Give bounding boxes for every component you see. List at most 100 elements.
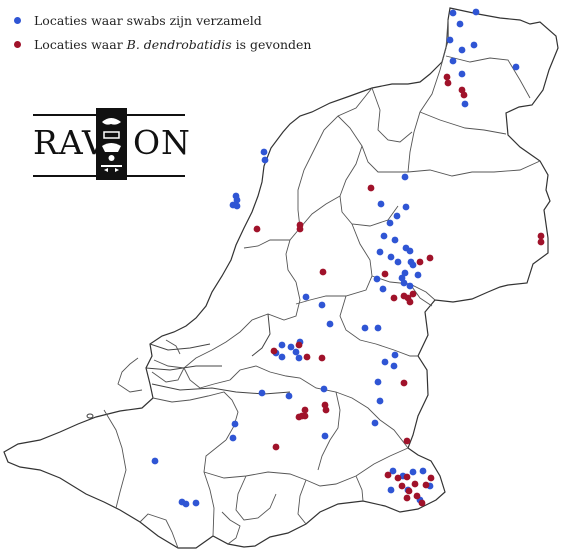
legend-label-bd-species: B. dendrobatidis [126,36,232,52]
swab-site-marker [409,468,417,476]
swab-site-marker [449,57,457,65]
bd-site-marker [537,238,545,246]
bd-site-marker [413,492,421,500]
swab-site-marker [387,486,395,494]
swab-site-marker [278,341,286,349]
swab-site-marker [389,467,397,475]
bd-site-marker [409,290,417,298]
legend-label-bd-sites: Locaties waar B. dendrobatidis is gevond… [34,37,311,52]
bd-positive-sites-layer [253,73,545,507]
legend: Locaties waar swabs zijn verzameld Locat… [8,8,311,56]
swab-site-marker [446,36,454,44]
swab-site-marker [401,269,409,277]
waterways [86,313,291,419]
swab-site-marker [402,203,410,211]
swab-site-marker [376,397,384,405]
blue-dot-icon [14,16,21,24]
legend-label-swab-sites: Locaties waar swabs zijn verzameld [34,12,262,28]
bd-site-marker [295,413,303,421]
swab-site-marker [258,389,266,397]
bd-site-marker [460,91,468,99]
swab-site-marker [151,457,159,465]
bd-site-marker [427,474,435,482]
swab-site-marker [512,63,520,71]
swab-site-marker [419,467,427,475]
red-dot-icon [14,40,21,48]
bd-site-marker [398,482,406,490]
swab-site-marker [302,293,310,301]
swab-site-marker [287,343,295,351]
swab-site-marker [458,46,466,54]
bd-site-marker [367,184,375,192]
swab-site-marker [393,212,401,220]
bd-site-marker [322,406,330,414]
swab-site-marker [320,385,328,393]
swab-site-marker [321,432,329,440]
swab-site-marker [229,434,237,442]
swab-site-marker [318,301,326,309]
swab-site-marker [292,348,300,356]
swab-site-marker [373,275,381,283]
bd-site-marker [416,258,424,266]
ravon-logo: RAV ON [33,108,190,180]
bd-site-marker [270,347,278,355]
swab-site-marker [406,247,414,255]
bd-site-marker [296,225,304,233]
swab-site-marker [374,324,382,332]
swab-site-marker [409,261,417,269]
swab-site-marker [391,351,399,359]
swab-site-marker [377,200,385,208]
swab-site-marker [380,232,388,240]
swab-site-marker [381,358,389,366]
bd-site-marker [405,487,413,495]
swab-site-marker [394,258,402,266]
swab-site-marker [192,499,200,507]
bd-site-marker [403,473,411,481]
province-borders [103,19,541,549]
swab-site-marker [233,202,241,210]
swab-site-marker [233,196,241,204]
bd-site-marker [319,268,327,276]
legend-item-swab-sites: Locaties waar swabs zijn verzameld [8,8,311,32]
bd-site-marker [303,353,311,361]
swab-sites-layer [151,8,520,508]
swab-site-marker [456,20,464,28]
swab-site-marker [182,500,190,508]
swab-site-marker [379,285,387,293]
swab-site-marker [386,219,394,227]
swab-site-marker [470,41,478,49]
swab-site-marker [295,354,303,362]
bd-site-marker [537,232,545,240]
swab-site-marker [391,236,399,244]
bd-site-marker [411,480,419,488]
bd-site-marker [444,79,452,87]
bd-site-marker [406,298,414,306]
swab-site-marker [401,173,409,181]
legend-label-bd-suffix: is gevonden [231,36,312,52]
swab-site-marker [261,156,269,164]
bd-site-marker [253,225,261,233]
bd-site-marker [400,379,408,387]
swab-site-marker [390,362,398,370]
swab-site-marker [285,392,293,400]
bd-site-marker [394,474,402,482]
bd-site-marker [426,254,434,262]
bd-site-marker [418,499,426,507]
swab-site-marker [260,148,268,156]
bd-site-marker [318,354,326,362]
swab-site-marker [449,9,457,17]
bd-site-marker [295,341,303,349]
legend-label-bd-prefix: Locaties waar [34,36,127,52]
bd-site-marker [384,471,392,479]
swab-site-marker [398,274,406,282]
bd-site-marker [390,294,398,302]
logo-emblem-icon [96,108,127,180]
swab-site-marker [371,419,379,427]
bd-site-marker [403,494,411,502]
legend-item-bd-sites: Locaties waar B. dendrobatidis is gevond… [8,32,311,56]
swab-site-marker [458,70,466,78]
swab-site-marker [278,353,286,361]
swab-site-marker [472,8,480,16]
swab-site-marker [376,248,384,256]
swab-site-marker [231,420,239,428]
